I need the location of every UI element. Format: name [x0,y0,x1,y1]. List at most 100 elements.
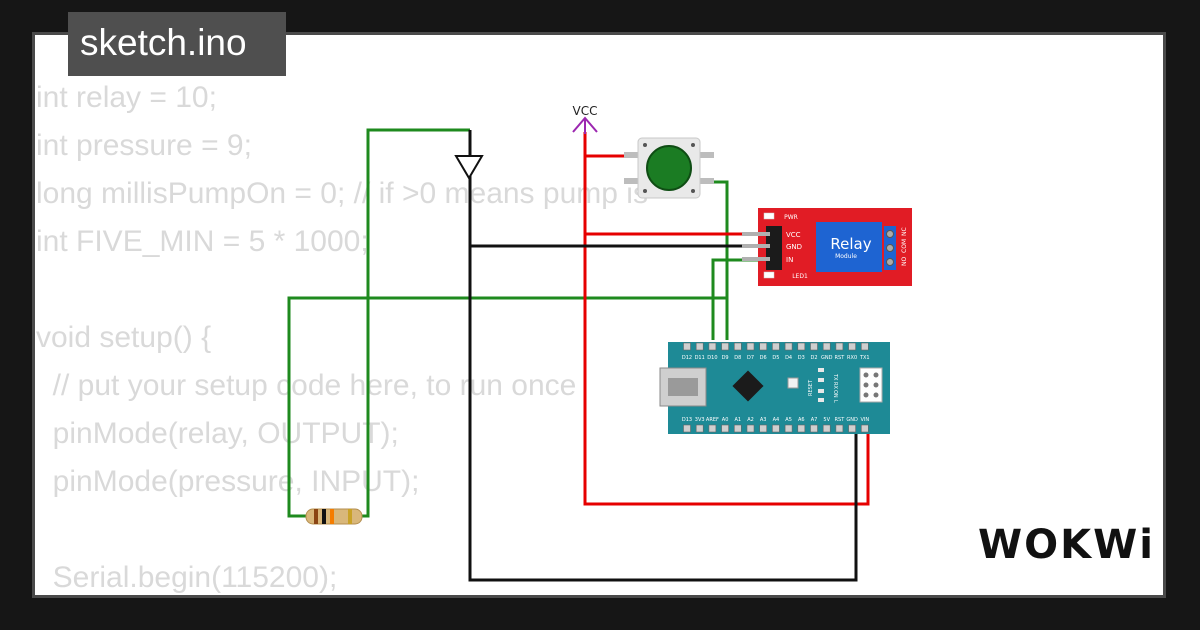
nano-pin[interactable] [848,342,856,351]
wokwi-logo: WOKWi [978,522,1155,568]
nano-pin[interactable] [784,342,793,351]
nano-pin[interactable] [784,424,793,433]
nano-pin[interactable] [759,342,768,351]
nano-pin[interactable] [759,424,768,433]
nano-pin-label: A7 [811,417,818,423]
nano-pin[interactable] [810,424,818,433]
nano-led-tx-label: TX [832,373,838,381]
nano-led-rx-label: RX [832,382,838,389]
code-line: int FIVE_MIN = 5 * 1000; [36,225,369,258]
nano-pin[interactable] [708,424,717,433]
nano-pin[interactable] [746,342,755,351]
code-editor-text: int relay = 10;int pressure = 9;long mil… [36,74,648,602]
nano-pin[interactable] [708,342,717,351]
nano-usb-port-inner [668,378,698,396]
wire-black-ground-bus[interactable] [468,130,858,582]
icsp-pin [873,392,879,398]
relay-terminal-label: NO [901,257,908,266]
resistor[interactable] [305,508,363,525]
nano-pin-label: GND [821,355,833,361]
vcc-symbol[interactable]: VCC [572,104,598,134]
nano-led-l [818,398,824,402]
nano-pin-label: D13 [682,417,692,423]
nano-pin[interactable] [822,342,831,351]
relay-pin-label-in: IN [786,256,793,264]
nano-pin-label: D5 [772,355,779,361]
pushbutton[interactable] [624,137,714,199]
relay-title: Relay [830,235,871,253]
nano-pin[interactable] [797,424,806,433]
relay-terminal-screw [886,258,894,266]
relay-pin [742,257,770,261]
nano-pin[interactable] [822,424,831,433]
nano-icsp-pins [863,372,879,398]
nano-pin-label: A1 [734,417,741,423]
icsp-pin [863,372,869,378]
nano-pin-label: RST [835,355,846,361]
relay-pin [742,232,770,236]
resistor-band [322,509,326,524]
nano-pin[interactable] [835,424,844,433]
nano-pin-label: 5V [823,417,830,423]
vcc-arrow-icon [572,116,598,134]
nano-pin[interactable] [695,424,704,433]
nano-pin[interactable] [733,424,742,433]
nano-pin-label: RST [835,417,846,423]
nano-pin[interactable] [683,424,691,433]
nano-pin-label: A3 [760,417,767,423]
nano-pin[interactable] [835,342,844,351]
pushbutton-leg [698,178,714,184]
nano-pin-label: D4 [785,355,792,361]
nano-pin-label: TX1 [859,355,870,361]
nano-pin[interactable] [746,424,755,433]
code-line: int pressure = 9; [36,129,252,162]
red-wires [583,132,870,506]
black-wires [468,130,858,582]
nano-pin[interactable] [721,342,729,351]
nano-pin[interactable] [772,424,780,433]
nano-pin[interactable] [733,342,742,351]
nano-pin-label: AREF [706,417,719,423]
wire-green-resistor-to-ground[interactable] [362,128,470,518]
resistor-band [348,509,352,524]
nano-pin[interactable] [797,342,806,351]
pushbutton-leg [624,152,640,158]
nano-pin-label: A2 [747,417,754,423]
wire-red-vcc-to-button[interactable] [583,132,630,158]
ground-symbol[interactable] [454,155,484,180]
relay-pin [742,244,770,248]
relay-module[interactable]: PWR LED1 VCC GND IN Relay Module NO COM … [742,208,912,286]
wire-red-vcc-to-vin[interactable] [583,234,870,506]
nano-pin-label: D3 [798,355,805,361]
icsp-pin [873,382,879,388]
relay-led-pwr [763,212,775,220]
nano-led-tx [818,368,824,372]
nano-pin-label: RX0 [847,355,857,361]
nano-pin[interactable] [860,424,869,433]
nano-pin-label: A4 [773,417,780,423]
icsp-pin [873,372,879,378]
relay-led-1-label: LED1 [792,273,808,280]
nano-pin[interactable] [695,342,704,351]
nano-pin[interactable] [860,342,869,351]
nano-pin-label: D10 [707,355,717,361]
code-line: pinMode(relay, OUTPUT); [36,417,399,450]
nano-reset-label: RESET [808,379,814,396]
code-line: void setup() { [36,321,212,354]
nano-pin[interactable] [810,342,818,351]
nano-pin[interactable] [721,424,729,433]
nano-icsp-header [859,367,883,403]
resistor-band [330,509,334,524]
nano-pin[interactable] [772,342,780,351]
nano-pin-label: A6 [798,417,805,423]
nano-reset-button[interactable] [787,377,799,389]
pushbutton-cap[interactable] [646,145,692,191]
wire-green-resistor-to-d9[interactable] [287,296,729,518]
nano-pin-label: D7 [747,355,754,361]
nano-pin-label: D8 [734,355,741,361]
nano-pin[interactable] [848,424,856,433]
relay-led-1 [763,271,775,279]
nano-pin[interactable] [683,342,691,351]
